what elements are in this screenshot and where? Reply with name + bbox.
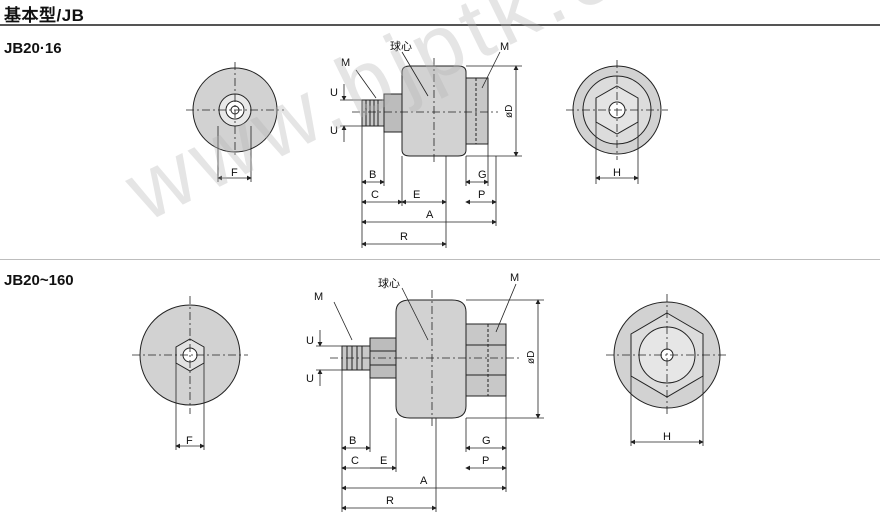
page-title: 基本型/JB [4,6,85,25]
dim-F-1: F [231,167,238,179]
dim-C-2: C [351,455,359,467]
header-rule [0,24,880,26]
dim-A-1: A [426,209,434,221]
jb160-dimension-lines [316,283,544,512]
dim-U-top-2: U [306,335,314,347]
jb160-side-view [330,290,520,428]
dim-R-1: R [400,231,408,243]
dim-A-2: A [420,475,428,487]
dim-M-left-1: M [341,57,350,69]
dim-B-1: B [369,169,376,181]
dim-F-2: F [186,435,193,447]
dim-R-2: R [386,495,394,507]
dim-B-2: B [349,435,356,447]
dim-P-1: P [478,189,485,201]
model-label-2: JB20~160 [4,272,74,289]
ball-center-label-1: 球心 [390,39,412,53]
page-header: 基本型/JB [0,0,880,26]
dim-U-top-1: U [330,87,338,99]
dim-E-1: E [413,189,420,201]
dim-H-1: H [613,167,621,179]
dim-E-2: E [380,455,387,467]
model-label-1: JB20·16 [4,40,62,57]
jb16-dimension-lines [340,51,522,248]
dim-U-bottom-2: U [306,373,314,385]
jb16-left-end-view [186,62,284,182]
jb16-right-end-view [566,60,668,184]
section-divider [0,259,880,260]
dim-U-bottom-1: U [330,125,338,137]
dim-G-2: G [482,435,491,447]
jb16-side-view [352,58,498,164]
dim-M-left-2: M [314,291,323,303]
ball-center-label-2: 球心 [378,276,400,290]
dim-P-2: P [482,455,489,467]
dim-D-2: øD [526,351,537,364]
dim-M-right-1: M [500,41,509,53]
jb160-left-end-view [132,296,248,450]
dim-D-1: øD [504,105,515,118]
dim-M-right-2: M [510,272,519,284]
dim-C-1: C [371,189,379,201]
dim-G-1: G [478,169,487,181]
dim-H-2: H [663,431,671,443]
jb160-right-end-view [606,294,728,446]
